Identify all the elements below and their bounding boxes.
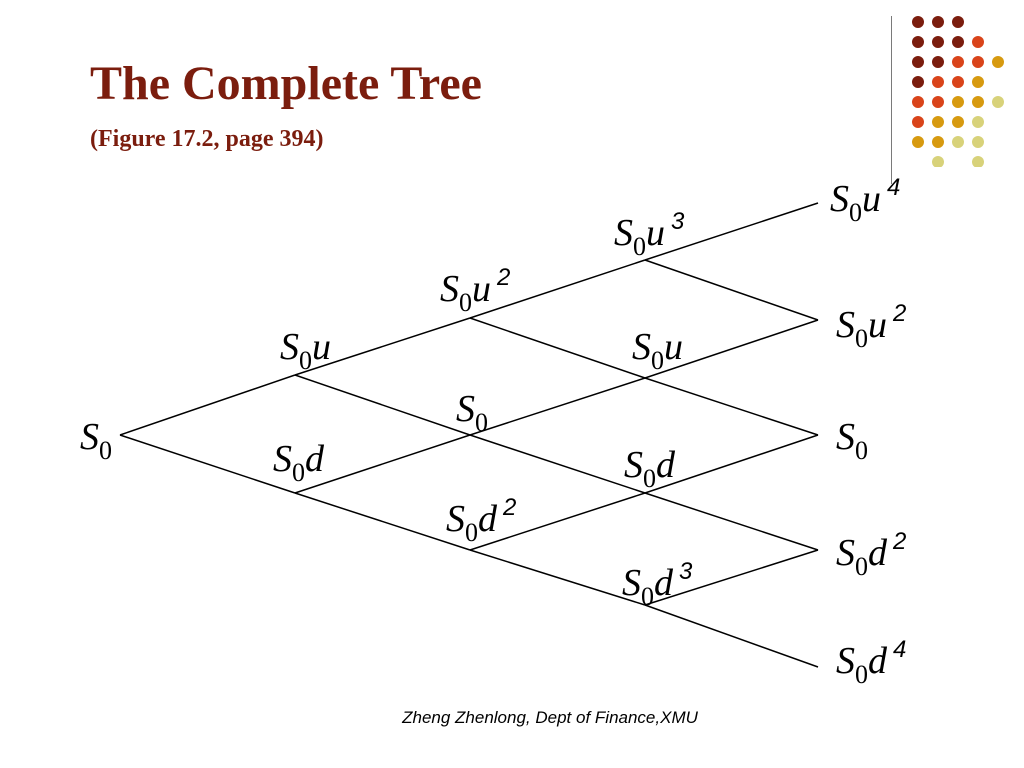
slide-title: The Complete Tree xyxy=(90,57,482,110)
branch-0-up xyxy=(119,374,296,436)
branch-3u-up xyxy=(644,319,819,379)
branch-2uu-up xyxy=(469,259,646,319)
branch-1d-down xyxy=(294,492,471,551)
branch-2dd-up xyxy=(469,492,646,551)
branch-3d3-up xyxy=(644,549,819,606)
node-s0d-level3: S0d xyxy=(624,444,675,493)
node-s0-root: S0 xyxy=(80,416,112,465)
branch-0-down xyxy=(119,434,296,494)
branch-2dd-down xyxy=(469,549,646,606)
node-s0-level4: S0 xyxy=(836,416,868,465)
branch-3d-down xyxy=(644,492,819,551)
branch-3u-down xyxy=(644,377,819,436)
branch-1d-up xyxy=(294,434,471,494)
branch-3d3-down xyxy=(644,604,819,668)
node-s0-level2: S0 xyxy=(456,388,488,437)
slide-footer: Zheng Zhenlong, Dept of Finance,XMU xyxy=(402,708,698,727)
slide-subtitle: (Figure 17.2, page 394) xyxy=(90,126,324,152)
branch-2uu-down xyxy=(469,317,646,379)
decorative-divider xyxy=(891,16,892,184)
branch-3u3-up xyxy=(644,202,819,261)
branch-1u-up xyxy=(294,317,471,376)
branch-2ud-up xyxy=(469,377,646,436)
decorative-dot-grid xyxy=(912,16,1004,167)
node-s0u-level3: S0u xyxy=(632,326,683,375)
node-s0u-level1: S0u xyxy=(280,326,331,375)
branch-1u-down xyxy=(294,374,471,436)
node-s0d-level1: S0d xyxy=(273,438,324,487)
branch-3u3-down xyxy=(644,259,819,321)
branch-3d-up xyxy=(644,434,819,494)
branch-2ud-down xyxy=(469,434,646,494)
